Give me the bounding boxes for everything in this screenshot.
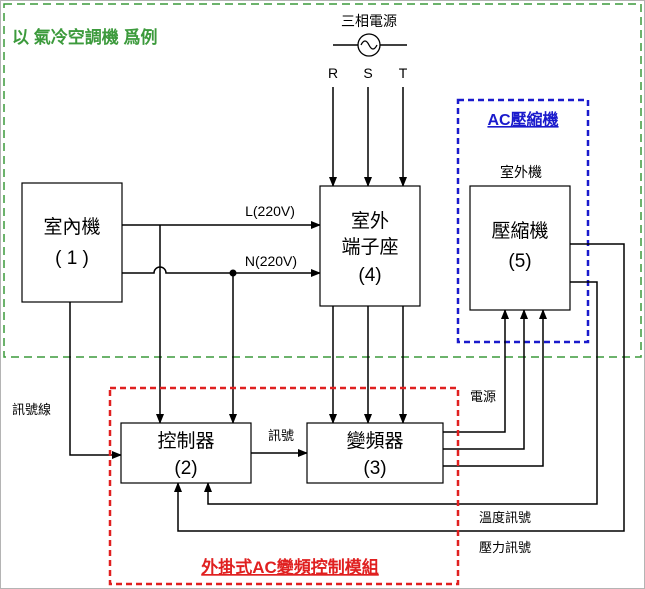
indoor-unit-name: 室內機 (43, 216, 100, 238)
compressor-group-label: AC壓縮機 (487, 110, 558, 129)
inverter-power-line-2 (443, 309, 528, 450)
module-boundary (108, 386, 460, 586)
live-label: L(220V) (245, 203, 295, 219)
controller-number: (2) (174, 458, 197, 479)
controller-name: 控制器 (157, 430, 214, 452)
module-label: 外掛式AC變頻控制模組 (201, 557, 379, 577)
indoor-unit-box: 室內機 ( 1 ) (21, 182, 123, 303)
signal-wire-label: 訊號線 (12, 402, 51, 417)
neutral-label: N(220V) (245, 253, 297, 269)
terminal-block-number: (4) (358, 265, 381, 286)
temperature-signal-line (204, 281, 598, 505)
signal-label: 訊號 (268, 428, 294, 443)
temperature-signal-label: 溫度訊號 (479, 510, 531, 525)
compressor-number: (5) (508, 251, 531, 272)
terminal-block-box: 室外 端子座 (4) (319, 185, 421, 307)
signal-wire-line (69, 302, 122, 459)
inverter-number: (3) (363, 458, 386, 479)
pressure-signal-label: 壓力訊號 (479, 540, 531, 555)
ac-source-icon (357, 33, 381, 57)
pressure-signal-line (174, 243, 625, 532)
phase-s-label: S (363, 65, 372, 81)
power-source-label: 三相電源 (341, 13, 397, 29)
compressor-group-boundary (456, 98, 590, 344)
scope-boundary (3, 3, 642, 358)
inverter-box: 變頻器 (3) (306, 422, 444, 484)
scope-label: 以 氣冷空調機 爲例 (12, 27, 157, 47)
inverter-name: 變頻器 (346, 430, 403, 452)
compressor-box: 壓縮機 (5) (469, 185, 571, 311)
power-label: 電源 (470, 389, 496, 404)
controller-box: 控制器 (2) (120, 422, 252, 484)
inverter-power-line-1 (443, 309, 509, 433)
indoor-unit-number: ( 1 ) (55, 248, 89, 269)
outdoor-unit-label: 室外機 (500, 164, 542, 180)
inverter-power-line-3 (443, 309, 547, 467)
terminal-block-name-line2: 端子座 (341, 236, 398, 258)
phase-t-label: T (399, 65, 408, 81)
phase-r-label: R (328, 65, 338, 81)
compressor-name: 壓縮機 (491, 220, 548, 242)
terminal-block-name-line1: 室外 (351, 210, 389, 232)
